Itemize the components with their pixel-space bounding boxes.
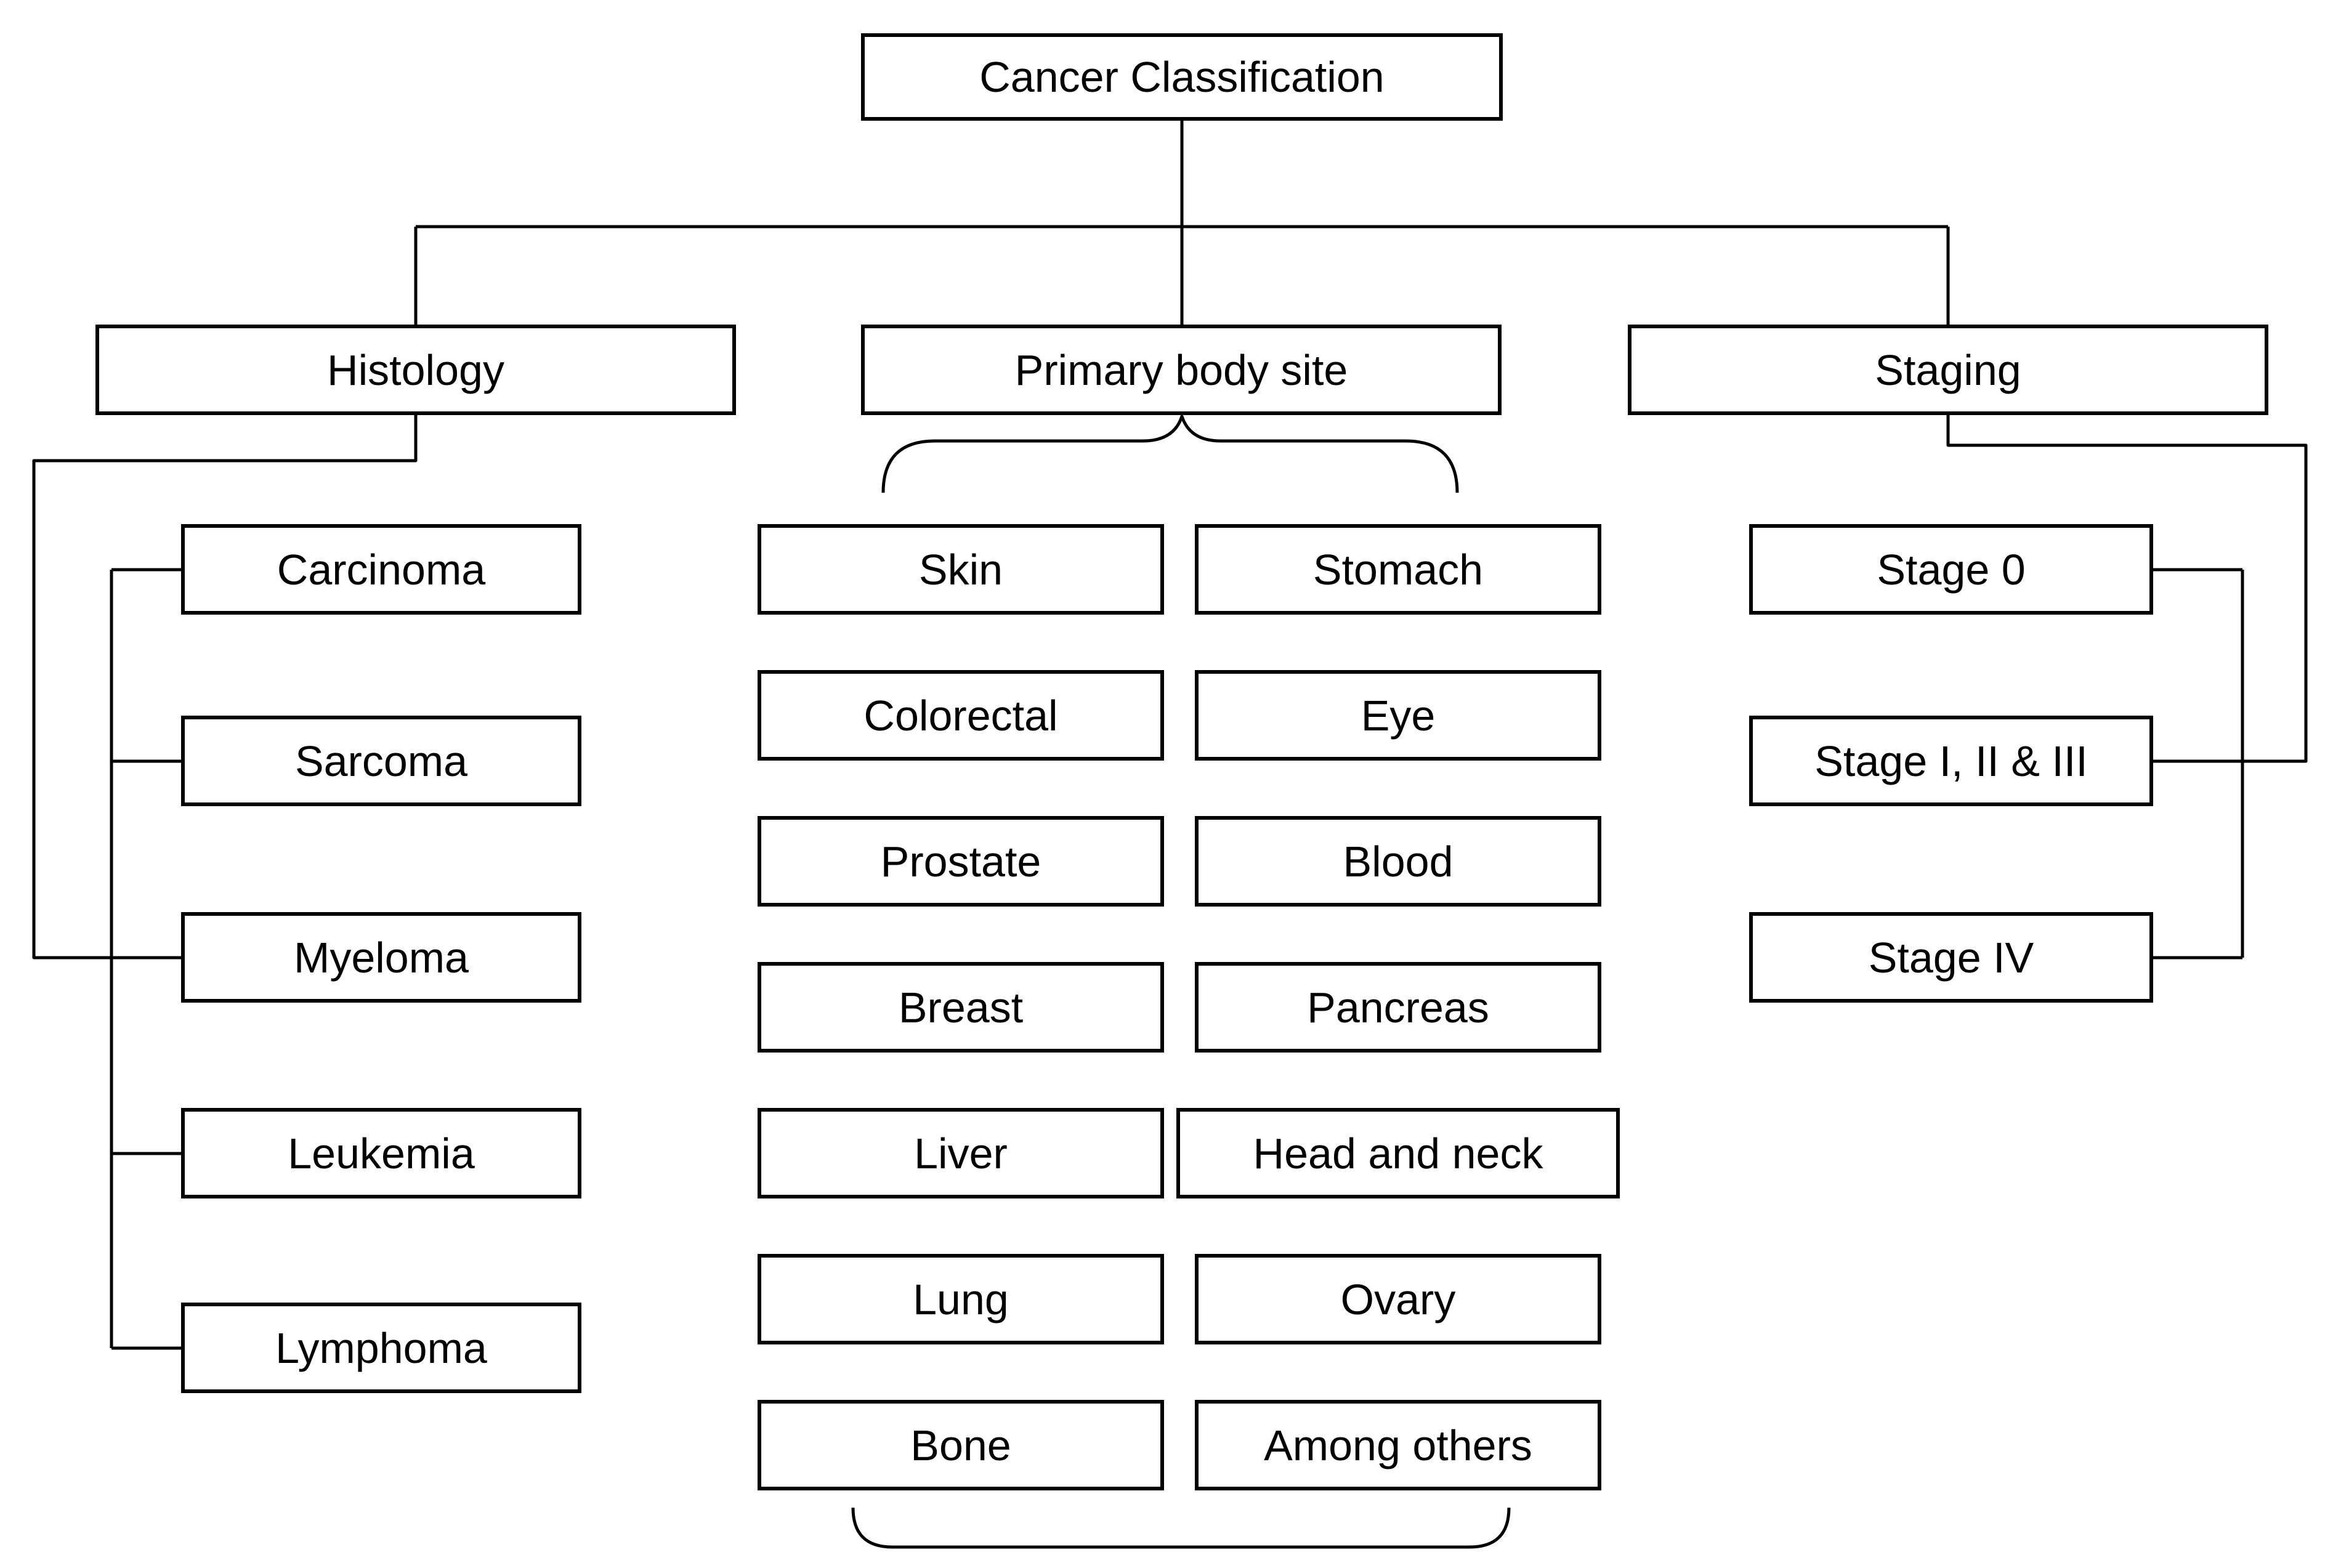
node-myeloma: Myeloma — [181, 912, 581, 1003]
node-stomach: Stomach — [1195, 524, 1601, 615]
node-stage-4: Stage IV — [1749, 912, 2153, 1003]
root-rail-connector — [414, 121, 1950, 325]
staging-branch-connector — [1946, 415, 2308, 960]
node-ovary: Ovary — [1195, 1254, 1601, 1344]
primary-body-site-top-brace — [881, 414, 1459, 493]
node-pancreas: Pancreas — [1195, 962, 1601, 1053]
node-head-and-neck: Head and neck — [1176, 1108, 1620, 1198]
node-staging: Staging — [1628, 325, 2268, 415]
node-primary-body-site: Primary body site — [861, 325, 1502, 415]
node-stage-1-2-3: Stage I, II & III — [1749, 716, 2153, 806]
node-liver: Liver — [758, 1108, 1164, 1198]
node-lung: Lung — [758, 1254, 1164, 1344]
node-stage-0: Stage 0 — [1749, 524, 2153, 615]
node-cancer-classification: Cancer Classification — [861, 33, 1503, 121]
node-eye: Eye — [1195, 670, 1601, 761]
node-skin: Skin — [758, 524, 1164, 615]
node-lymphoma: Lymphoma — [181, 1303, 581, 1393]
node-carcinoma: Carcinoma — [181, 524, 581, 615]
node-breast: Breast — [758, 962, 1164, 1053]
histology-branch-connector — [32, 415, 418, 1350]
node-prostate: Prostate — [758, 816, 1164, 907]
node-sarcoma: Sarcoma — [181, 716, 581, 806]
node-blood: Blood — [1195, 816, 1601, 907]
node-histology: Histology — [95, 325, 736, 415]
node-colorectal: Colorectal — [758, 670, 1164, 761]
node-among-others: Among others — [1195, 1400, 1601, 1490]
node-bone: Bone — [758, 1400, 1164, 1490]
node-leukemia: Leukemia — [181, 1108, 581, 1198]
primary-body-site-bottom-bracket — [851, 1507, 1511, 1549]
